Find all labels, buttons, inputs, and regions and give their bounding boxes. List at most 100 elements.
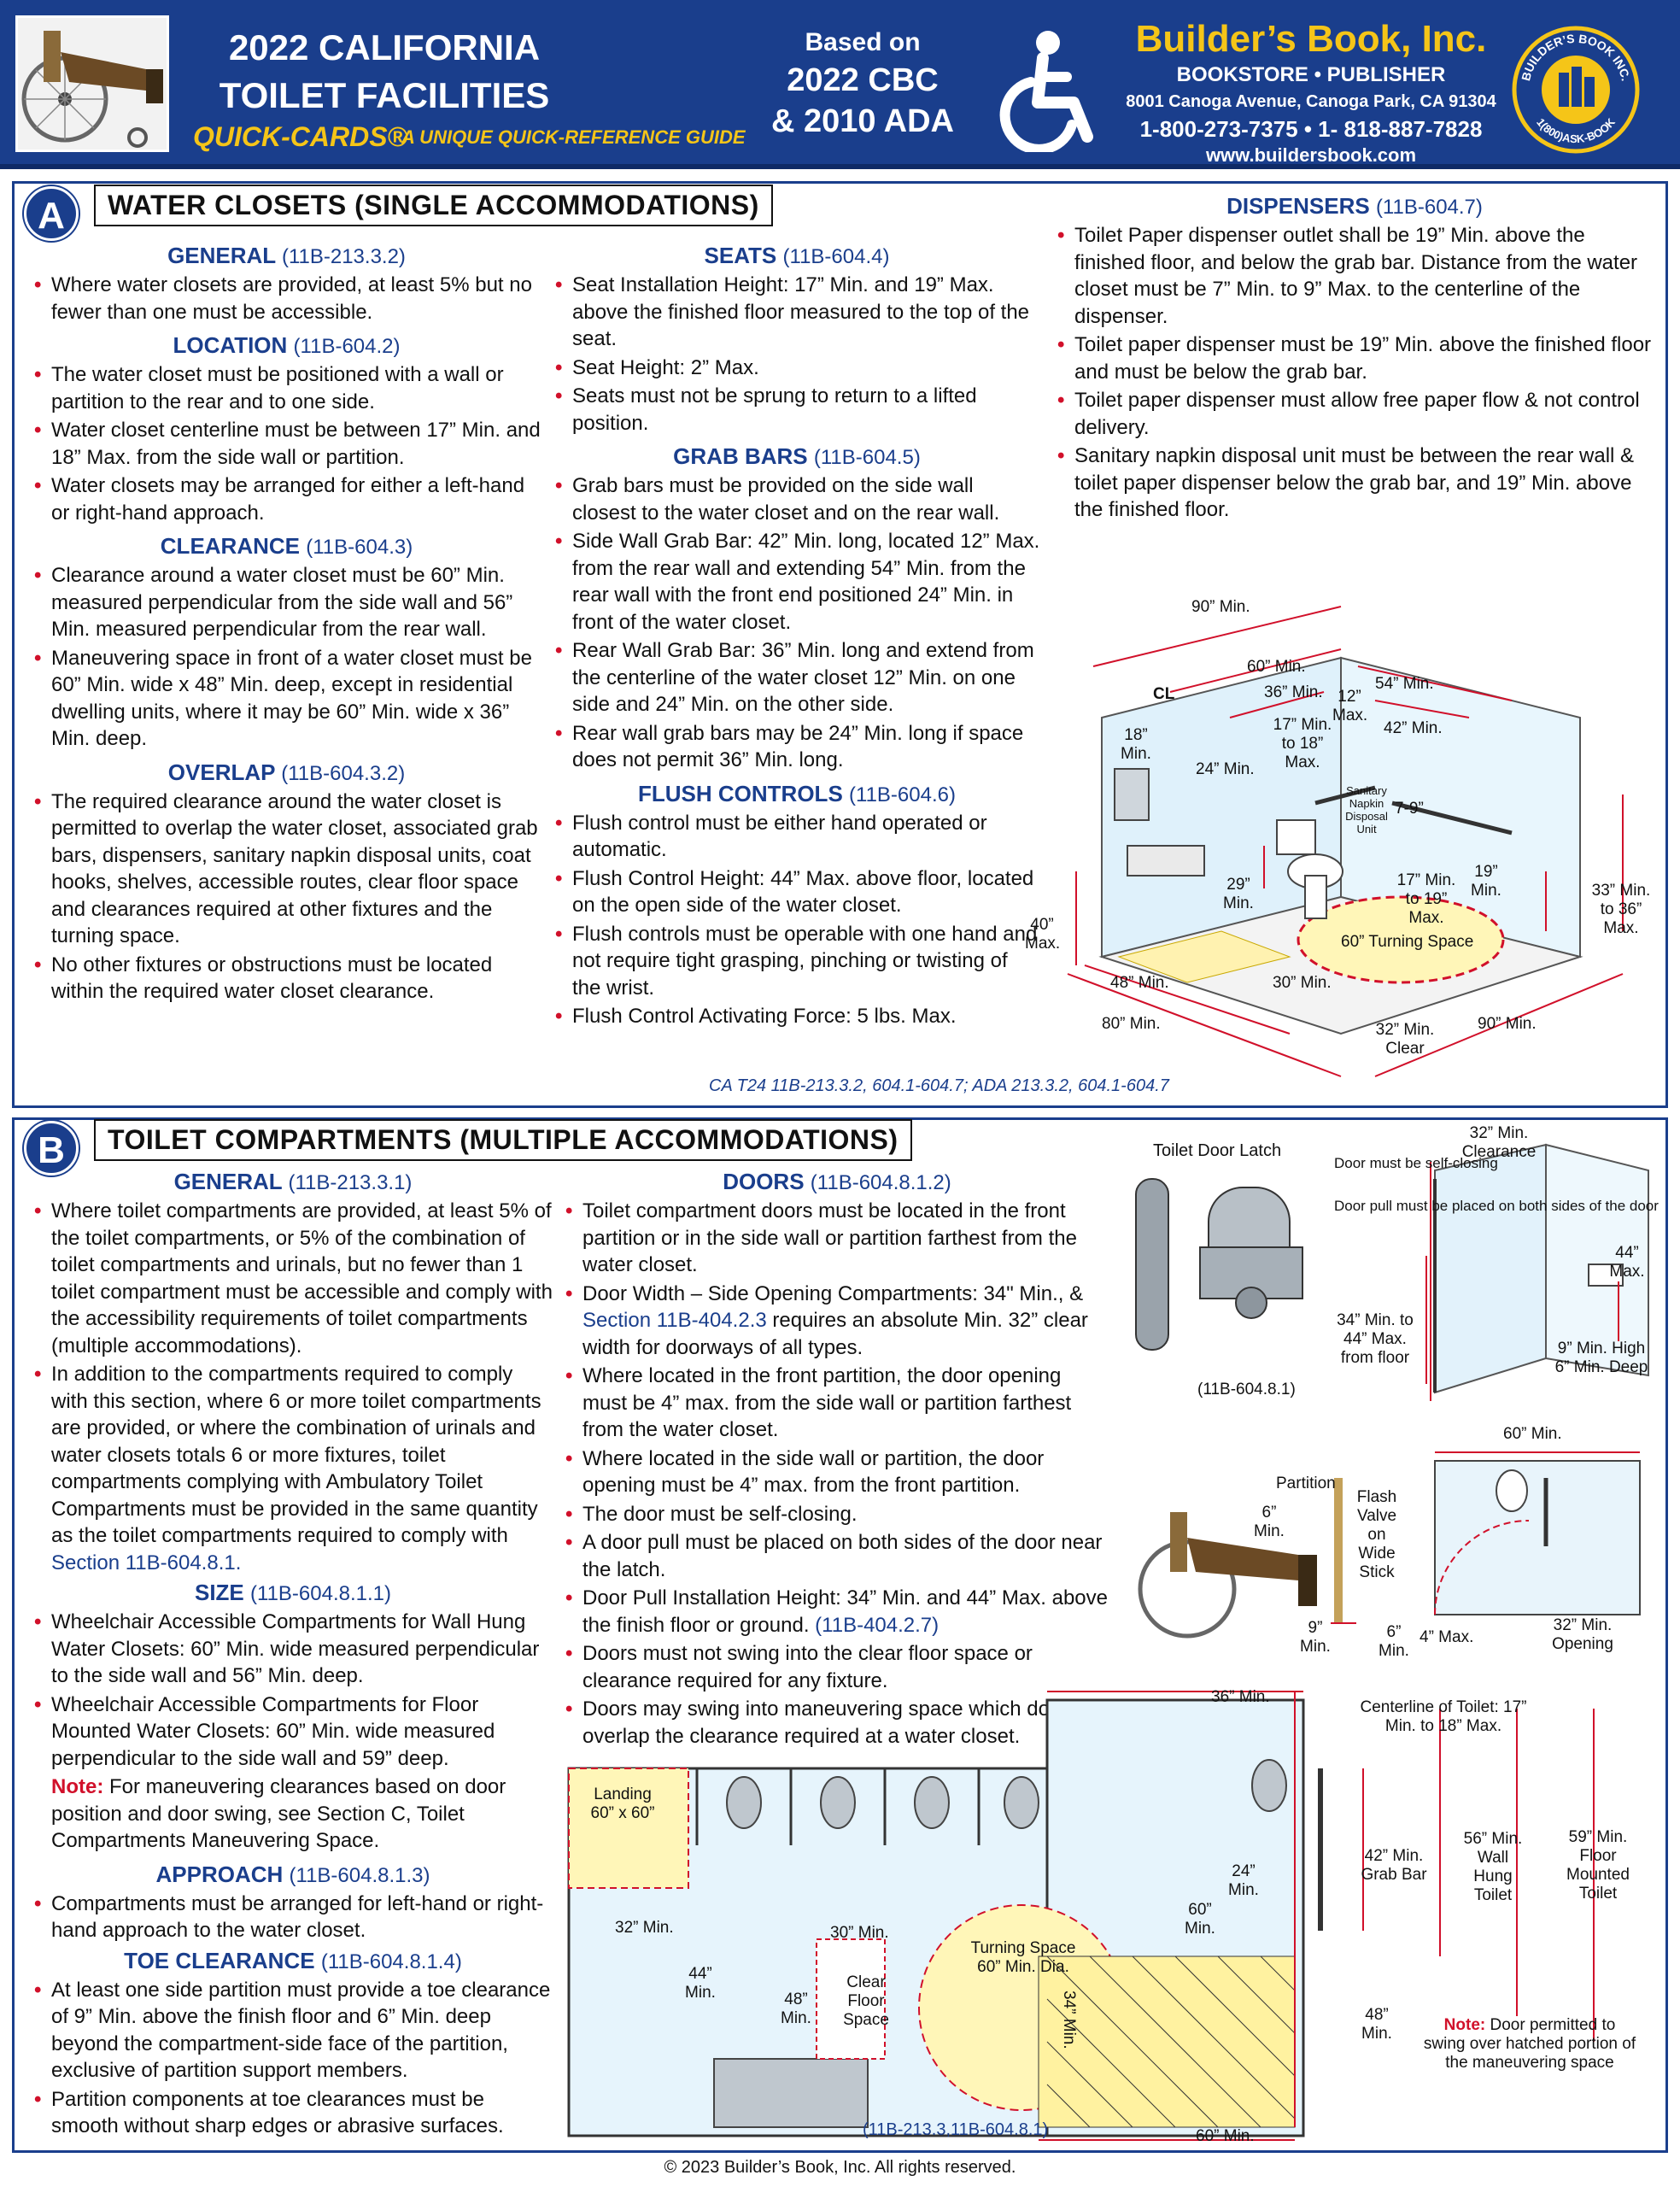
header-banner: 2022 CALIFORNIA TOILET FACILITIES QUICK-… [0, 0, 1680, 169]
list-item: Wheelchair Accessible Compartments for W… [32, 1609, 553, 1690]
quick-cards-brand: QUICK-CARDS® [193, 121, 408, 152]
side-grab-bar [1391, 800, 1513, 836]
dimension-lines [1067, 606, 1624, 1077]
list-item: Where located in the side wall or partit… [564, 1445, 1110, 1499]
header-title: 2022 CALIFORNIA TOILET FACILITIES [179, 24, 589, 120]
title-line-1: 2022 CALIFORNIA [228, 27, 541, 67]
dim-60: 60” Min. [1247, 658, 1306, 676]
dim-6b: 6” Min. [1379, 1623, 1409, 1660]
based-on-label: Based on [805, 28, 921, 56]
toe-clearance-figure [1138, 1478, 1356, 1639]
flash-valve-label: Flash Valve on Wide Stick [1356, 1488, 1397, 1581]
door-note-1: Door must be self-closing [1334, 1155, 1498, 1171]
centerline-label: CL [1153, 685, 1175, 703]
list-item: The water closet must be positioned with… [32, 361, 541, 415]
flush-controls-heading: FLUSH CONTROLS (11B-604.6) [638, 780, 956, 806]
dispensers-list: Toilet Paper dispenser outlet shall be 1… [1056, 222, 1654, 524]
wheelchair-icon [18, 18, 167, 150]
latch-title: Toilet Door Latch [1153, 1141, 1282, 1160]
dim-24-plan: 24” Min. [1228, 1862, 1259, 1899]
list-item: Toilet paper dispenser must allow free p… [1056, 387, 1654, 441]
publisher-name: Builder’s Book, Inc. [1135, 18, 1487, 60]
list-item: Door Width – Side Opening Compartments: … [564, 1281, 1110, 1362]
dim-56-wall: 56” Min. Wall Hung Toilet [1463, 1830, 1523, 1904]
list-item: Maneuvering space in front of a water cl… [32, 645, 541, 753]
dim-90-top: 90” Min. [1191, 598, 1250, 616]
door-latch-icon [1135, 1178, 1303, 1351]
section-link[interactable]: (11B-404.2.7) [815, 1613, 940, 1637]
dim-24: 24” Min. [1196, 760, 1255, 778]
list-item: Where located in the front partition, th… [564, 1363, 1110, 1444]
list-item: Doors may swing into maneuvering space w… [564, 1696, 1110, 1750]
list-item: Compartments must be arranged for left-h… [32, 1891, 553, 1944]
doors-heading: DOORS (11B-604.8.1.2) [723, 1169, 951, 1194]
general-heading: GENERAL (11B-213.3.1) [173, 1169, 413, 1194]
section-link[interactable]: Section 11B-604.8.1. [51, 1551, 242, 1574]
toilet-icon [1276, 819, 1343, 919]
footer-copyright: © 2023 Builder’s Book, Inc. All rights r… [664, 2158, 1016, 2177]
compartment-door-figure [1425, 1143, 1649, 1401]
dim-7-9: 7-9” [1395, 800, 1424, 818]
rear-grab-bar [1314, 785, 1376, 806]
list-item: Rear Wall Grab Bar: 36” Min. long and ex… [553, 637, 1040, 718]
seats-list: Seat Installation Height: 17” Min. and 1… [553, 272, 1040, 437]
list-item: Seat Installation Height: 17” Min. and 1… [553, 272, 1040, 353]
list-item: Sanitary napkin disposal unit must be be… [1056, 443, 1654, 524]
landing-label: Landing 60” x 60” [590, 1785, 655, 1822]
dim-17-19: 17” Min. to 19” Max. [1396, 871, 1456, 927]
dim-9: 9” Min. [1300, 1619, 1331, 1656]
section-b-col-2: DOORS (11B-604.8.1.2) Toilet compartment… [564, 1162, 1110, 1751]
dim-42: 42” Min. [1384, 719, 1443, 737]
dim-44: 44” Max. [1609, 1244, 1645, 1281]
clear-floor-label: Clear Floor Space [843, 1973, 889, 2029]
list-item: Rear wall grab bars may be 24” Min. long… [553, 720, 1040, 774]
publisher-block: Builder’s Book, Inc. BOOKSTORE • PUBLISH… [1110, 17, 1512, 167]
dim-90-bottom: 90” Min. [1478, 1015, 1537, 1033]
latch-code: (11B-604.8.1) [1197, 1381, 1296, 1398]
tagline: A UNIQUE QUICK-REFERENCE GUIDE [401, 126, 746, 148]
dim-48: 48” Min. [1110, 974, 1169, 992]
section-a-badge: A [24, 186, 79, 241]
list-item: Flush Control Height: 44” Max. above flo… [553, 865, 1040, 919]
door-note-2: Door pull must be placed on both sides o… [1334, 1198, 1659, 1214]
section-a-col-2: SEATS (11B-604.4) Seat Installation Heig… [553, 236, 1040, 1032]
section-a-col-3: DISPENSERS (11B-604.7) Toilet Paper disp… [1056, 186, 1654, 525]
dispensers-heading: DISPENSERS (11B-604.7) [1226, 193, 1483, 219]
overlap-list: The required clearance around the water … [32, 789, 541, 1006]
dim-30: 30” Min. [1273, 974, 1332, 992]
dim-12: 12” Max. [1332, 688, 1368, 724]
publisher-website[interactable]: www.buildersbook.com [1205, 144, 1417, 166]
list-item: A door pull must be placed on both sides… [564, 1529, 1110, 1583]
dim-34-plan: 34” Min. [1060, 1991, 1078, 2049]
list-item: Grab bars must be provided on the side w… [553, 472, 1040, 526]
dim-36: 36” Min. [1264, 683, 1323, 701]
doors-list: Toilet compartment doors must be located… [564, 1198, 1110, 1750]
dim-60-bottom: 60” Min. [1196, 2127, 1255, 2145]
flush-controls-list: Flush control must be either hand operat… [553, 810, 1040, 1030]
approach-heading: APPROACH (11B-604.8.1.3) [155, 1861, 430, 1887]
list-item: Door Pull Installation Height: 34” Min. … [564, 1585, 1110, 1639]
publisher-phones: 1-800-273-7375 • 1- 818-887-7828 [1139, 116, 1483, 142]
list-item: Flush control must be either hand operat… [553, 810, 1040, 864]
list-item: Toilet paper dispenser must be 19” Min. … [1056, 331, 1654, 385]
dim-29: 29” Min. [1223, 876, 1254, 912]
list-item: Clearance around a water closet must be … [32, 562, 541, 643]
location-heading: LOCATION (11B-604.2) [173, 332, 401, 358]
section-link[interactable]: Section 11B-404.2.3 [582, 1309, 767, 1332]
plan-citation: (11B-213.3,11B-604.8.1) [863, 2120, 1049, 2139]
dim-42-grab: 42” Min. Grab Bar [1361, 1847, 1427, 1884]
wheelchair-image [15, 15, 169, 152]
dim-34-44: 34” Min. to 44” Max. from floor [1337, 1311, 1414, 1367]
approach-list: Compartments must be arranged for left-h… [32, 1891, 553, 1944]
list-item: Doors must not swing into the clear floo… [564, 1640, 1110, 1694]
accessibility-icon [999, 31, 1093, 152]
list-item: Flush Control Activating Force: 5 lbs. M… [553, 1003, 1040, 1030]
size-list: Wheelchair Accessible Compartments for W… [32, 1609, 553, 1772]
turning-space-plan-label: Turning Space 60” Min. Dia. [970, 1939, 1076, 1976]
list-item: Toilet compartment doors must be located… [564, 1198, 1110, 1279]
list-item: The door must be self-closing. [564, 1501, 1110, 1528]
water-closet-diagram [1067, 606, 1624, 1077]
turning-space-label: 60” Turning Space [1341, 933, 1474, 951]
clear-floor-space [1117, 930, 1291, 983]
compartment-plan-small [1434, 1451, 1641, 1615]
